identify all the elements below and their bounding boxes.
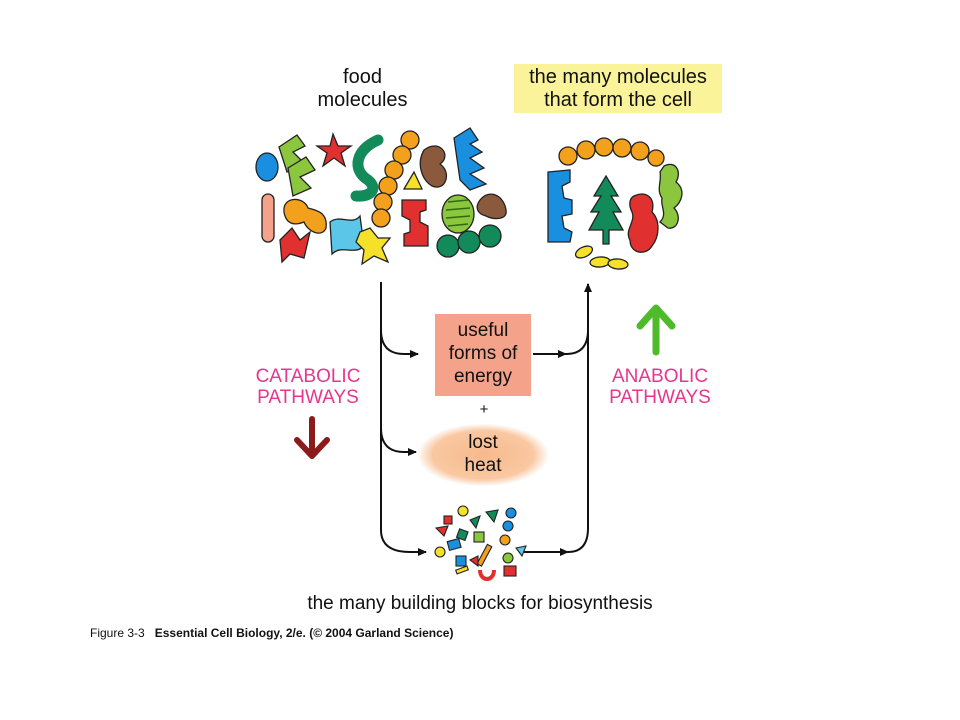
energy-line1: useful	[457, 320, 509, 341]
catabolic-line1: CATABOLIC	[255, 366, 361, 387]
cell-label-line2: that form the cell	[544, 89, 692, 111]
building-blocks-cluster	[434, 505, 527, 581]
down-arrow-icon	[294, 416, 330, 459]
food-label-line2: molecules	[317, 89, 408, 111]
food-molecules-cluster	[255, 127, 507, 266]
energy-line3: energy	[453, 366, 513, 387]
plus-sign: +	[479, 401, 489, 418]
heat-line1: lost	[468, 432, 498, 453]
cell-molecules-cluster	[547, 137, 683, 270]
anabolic-pathways-label: ANABOLIC PATHWAYS	[598, 366, 722, 408]
figure-caption: Figure 3-3 Essential Cell Biology, 2/e. …	[90, 626, 453, 640]
heat-line2: heat	[464, 455, 502, 476]
anabolic-line1: ANABOLIC	[611, 366, 709, 387]
energy-line2: forms of	[448, 343, 518, 364]
figure-source: Essential Cell Biology, 2/e. (© 2004 Gar…	[154, 626, 454, 640]
catabolic-line2: PATHWAYS	[257, 387, 359, 408]
figure-number: Figure 3-3	[90, 626, 145, 640]
catabolic-flow-arrows	[380, 282, 427, 556]
useful-energy-box: useful forms of energy	[435, 314, 531, 396]
anabolic-flow-arrows	[524, 283, 592, 556]
anabolic-line2: PATHWAYS	[609, 387, 711, 408]
food-label-line1: food	[343, 66, 382, 88]
cell-label-line1: the many molecules	[529, 66, 707, 88]
lost-heat-glow: lost heat	[418, 424, 548, 486]
catabolic-pathways-label: CATABOLIC PATHWAYS	[244, 366, 372, 408]
building-blocks-label: the many building blocks for biosynthesi…	[307, 593, 653, 614]
food-molecules-label: food molecules	[290, 66, 435, 112]
up-arrow-icon	[636, 304, 676, 356]
cell-molecules-label: the many molecules that form the cell	[514, 64, 722, 113]
